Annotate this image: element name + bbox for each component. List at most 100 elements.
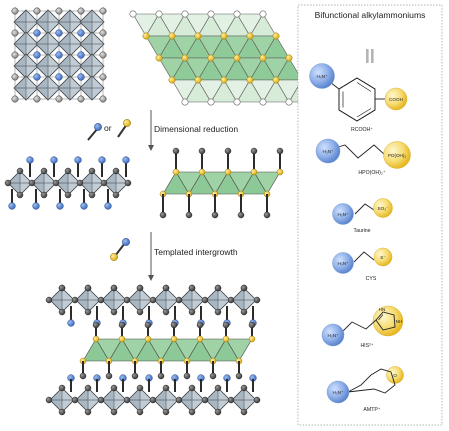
taurine-left-group: H₃N⁺	[338, 212, 350, 217]
yellow-atom	[196, 335, 204, 343]
blue-atom	[33, 29, 41, 37]
molecule-cys: H₃N⁺ S⁻ CYS	[332, 247, 393, 282]
dark-atom	[144, 321, 152, 329]
dark-atom	[188, 408, 196, 416]
dark-atom	[58, 284, 66, 292]
taurine-name: Taurine	[353, 228, 370, 234]
dark-atom	[71, 396, 79, 404]
cys-name: CYS	[366, 276, 377, 282]
equals-sign	[366, 49, 374, 63]
yellow-atom	[168, 76, 176, 84]
gray-atom	[99, 29, 107, 37]
dark-atom	[175, 296, 183, 304]
dark-atom	[149, 296, 157, 304]
gray-atom	[33, 95, 41, 103]
dark-atom	[214, 384, 222, 392]
band-triangle	[162, 171, 190, 195]
yellow-atom	[198, 168, 206, 176]
hpo-right-group: PO(OH)₂	[388, 153, 407, 158]
dark-atom	[97, 296, 105, 304]
dark-atom	[92, 321, 100, 329]
yellow-atom	[222, 335, 230, 343]
gray-atom	[77, 95, 85, 103]
octahedral-layer-middle	[4, 156, 132, 210]
dark-atom	[198, 147, 206, 155]
molecule-options	[87, 119, 131, 141]
band-triangle	[82, 338, 110, 362]
dark-atom	[188, 284, 196, 292]
his-ring-right: NH	[396, 319, 403, 324]
molecule-hpo: H₃N⁺ PO(OH)₂ HPO(OH)₂⁺	[315, 138, 411, 176]
dark-atom	[58, 408, 66, 416]
dark-atom	[162, 384, 170, 392]
blue-atom	[55, 51, 63, 59]
dark-atom	[211, 211, 219, 219]
white-atom	[155, 10, 163, 18]
blue-atom	[104, 202, 112, 210]
dark-atom	[112, 191, 120, 199]
dark-atom	[170, 321, 178, 329]
dark-atom	[45, 396, 53, 404]
dark-atom	[235, 372, 243, 380]
gray-atom	[99, 51, 107, 59]
dark-atom	[40, 167, 48, 175]
dark-atom	[97, 396, 105, 404]
dark-atom	[162, 284, 170, 292]
dark-atom	[263, 211, 271, 219]
cys-right-group: S⁻	[380, 255, 386, 260]
yellow-atom	[246, 32, 254, 40]
dark-atom	[45, 296, 53, 304]
dark-atom	[227, 396, 235, 404]
yellow-atom	[276, 168, 284, 176]
yellow-atom	[168, 32, 176, 40]
yellow-atom	[207, 54, 215, 62]
gray-atom	[55, 95, 63, 103]
dark-atom	[58, 308, 66, 316]
dark-atom	[110, 384, 118, 392]
dark-atom	[175, 396, 183, 404]
dark-atom	[40, 191, 48, 199]
white-atom	[181, 98, 189, 106]
white-atom	[233, 10, 241, 18]
dark-atom	[253, 396, 261, 404]
dark-atom	[123, 396, 131, 404]
band-triangle	[108, 338, 136, 362]
dark-atom	[248, 321, 256, 329]
blue-atom	[77, 51, 85, 59]
dark-atom	[88, 191, 96, 199]
yellow-atom	[92, 335, 100, 343]
amtp-name: AMTP⁺	[363, 407, 380, 413]
yellow-atom	[144, 335, 152, 343]
amtp-right-group: O	[393, 373, 397, 378]
gray-atom	[11, 95, 19, 103]
dark-atom	[16, 167, 24, 175]
his-left-group: H₃N⁺	[328, 333, 340, 338]
yellow-atom	[220, 76, 228, 84]
dark-atom	[201, 296, 209, 304]
dark-atom	[276, 147, 284, 155]
yellow-atom	[220, 32, 228, 40]
white-atom	[207, 10, 215, 18]
yellow-atom	[118, 335, 126, 343]
dark-atom	[250, 147, 258, 155]
yellow-atom	[172, 168, 180, 176]
dark-atom	[209, 372, 217, 380]
dark-atom	[136, 284, 144, 292]
yellow-atom	[181, 54, 189, 62]
template-molecule	[110, 238, 130, 261]
dark-atom	[76, 179, 84, 187]
yellow-atom	[194, 76, 202, 84]
band-triangle	[134, 338, 162, 362]
gray-atom	[99, 73, 107, 81]
yellow-atom	[272, 32, 280, 40]
yellow-atom	[142, 32, 150, 40]
blue-atom	[33, 73, 41, 81]
band-triangle	[160, 338, 188, 362]
dark-atom	[105, 372, 113, 380]
sidebar-title: Bifunctional alkylammoniums	[315, 10, 426, 20]
dark-atom	[201, 396, 209, 404]
triangular-lattice-top	[129, 10, 319, 106]
dark-atom	[71, 296, 79, 304]
dark-atom	[100, 179, 108, 187]
dark-atom	[240, 308, 248, 316]
